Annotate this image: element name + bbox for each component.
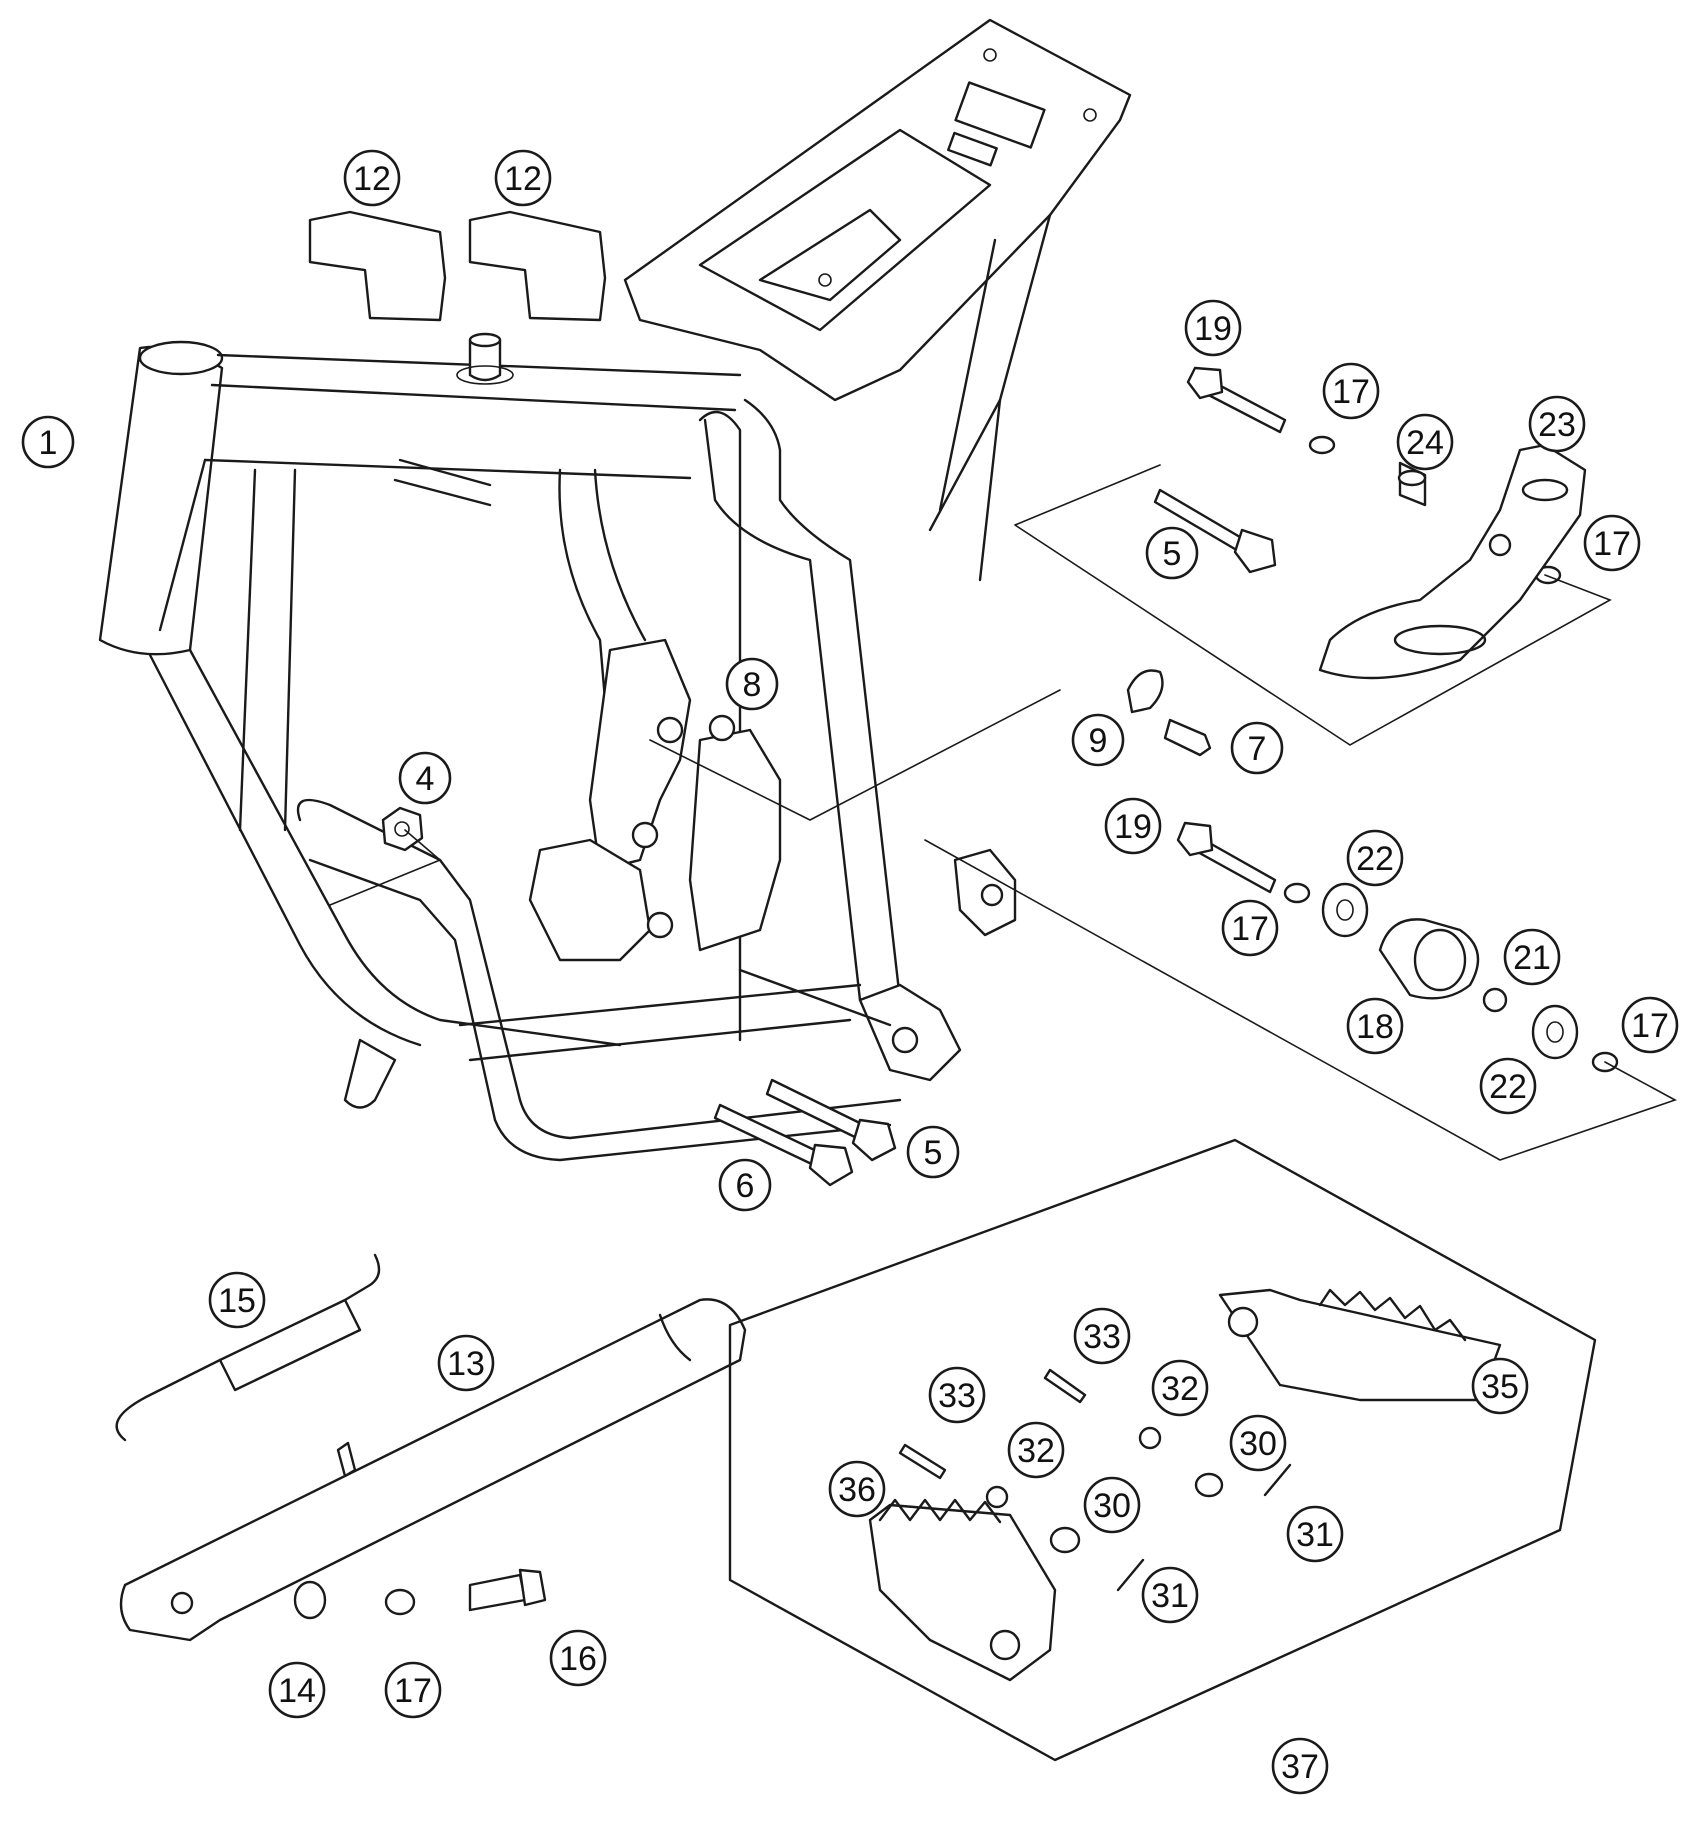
callout-c19b: 19 bbox=[1104, 797, 1162, 855]
callout-number: 31 bbox=[1296, 1516, 1334, 1554]
callout-number: 30 bbox=[1093, 1487, 1131, 1525]
callout-c16: 16 bbox=[549, 1629, 607, 1687]
callout-number: 17 bbox=[394, 1672, 432, 1710]
callout-number: 7 bbox=[1248, 730, 1267, 768]
callout-number: 21 bbox=[1513, 939, 1551, 977]
callout-number: 32 bbox=[1161, 1370, 1199, 1408]
callout-c5b: 5 bbox=[906, 1125, 960, 1179]
callout-number: 32 bbox=[1017, 1432, 1055, 1470]
callout-number: 23 bbox=[1538, 406, 1576, 444]
frame-drawing bbox=[98, 18, 1132, 1162]
callout-c17c: 17 bbox=[1221, 899, 1279, 957]
callout-labels: 1 12 12 4 8 19 17 24 23 5 17 9 7 19 22 17 21 18 17 22 6 5 15 13… bbox=[21, 149, 1679, 1795]
callout-number: 24 bbox=[1406, 424, 1444, 462]
callout-c12a: 12 bbox=[343, 149, 401, 207]
callout-c6: 6 bbox=[718, 1158, 772, 1212]
callout-c15: 15 bbox=[208, 1271, 266, 1329]
callout-number: 14 bbox=[278, 1672, 316, 1710]
callout-c31a: 31 bbox=[1286, 1505, 1344, 1563]
callout-c1: 1 bbox=[21, 415, 75, 469]
callout-number: 30 bbox=[1239, 1425, 1277, 1463]
callout-c18: 18 bbox=[1346, 997, 1404, 1055]
frame-protector-pads bbox=[308, 210, 607, 322]
callout-number: 17 bbox=[1631, 1007, 1669, 1045]
callout-number: 19 bbox=[1194, 310, 1232, 348]
callout-c33a: 33 bbox=[1073, 1307, 1131, 1365]
callout-c5a: 5 bbox=[1145, 526, 1199, 580]
callout-number: 17 bbox=[1332, 373, 1370, 411]
callout-number: 4 bbox=[416, 760, 435, 798]
callout-number: 17 bbox=[1231, 910, 1269, 948]
callout-c31b: 31 bbox=[1141, 1566, 1199, 1624]
callout-number: 12 bbox=[353, 160, 391, 198]
callout-c35: 35 bbox=[1471, 1357, 1529, 1415]
callout-c13: 13 bbox=[437, 1334, 495, 1392]
callout-c4: 4 bbox=[398, 751, 452, 805]
callout-number: 18 bbox=[1356, 1008, 1394, 1046]
callout-number: 16 bbox=[559, 1640, 597, 1678]
callout-number: 13 bbox=[447, 1345, 485, 1383]
callout-c9: 9 bbox=[1071, 713, 1125, 767]
callout-c19a: 19 bbox=[1184, 299, 1242, 357]
callout-c24: 24 bbox=[1396, 413, 1454, 471]
callout-c17d: 17 bbox=[1621, 996, 1679, 1054]
callout-number: 31 bbox=[1151, 1577, 1189, 1615]
callout-c17e: 17 bbox=[384, 1661, 442, 1719]
callout-number: 22 bbox=[1489, 1068, 1527, 1106]
callout-number: 33 bbox=[938, 1377, 976, 1415]
callout-c21: 21 bbox=[1503, 928, 1561, 986]
callout-c17b: 17 bbox=[1583, 514, 1641, 572]
callout-number: 1 bbox=[39, 424, 58, 462]
callout-c33b: 33 bbox=[928, 1366, 986, 1424]
callout-number: 19 bbox=[1114, 808, 1152, 846]
callout-c22b: 22 bbox=[1479, 1057, 1537, 1115]
callout-number: 36 bbox=[838, 1471, 876, 1509]
callout-c32b: 32 bbox=[1007, 1421, 1065, 1479]
callout-number: 15 bbox=[218, 1282, 256, 1320]
callout-c22a: 22 bbox=[1346, 829, 1404, 887]
callout-number: 9 bbox=[1089, 722, 1108, 760]
callout-c14: 14 bbox=[268, 1661, 326, 1719]
callout-c8: 8 bbox=[725, 657, 779, 711]
side-stand-drawing bbox=[115, 1253, 747, 1642]
callout-number: 8 bbox=[743, 666, 762, 704]
hardware-frame-parts bbox=[329, 366, 1677, 1187]
callout-number: 5 bbox=[1163, 535, 1182, 573]
callout-number: 35 bbox=[1481, 1368, 1519, 1406]
callout-c32a: 32 bbox=[1151, 1359, 1209, 1417]
callout-number: 5 bbox=[924, 1134, 943, 1172]
callout-number: 37 bbox=[1281, 1748, 1319, 1786]
callout-c17a: 17 bbox=[1322, 362, 1380, 420]
callout-c23: 23 bbox=[1528, 395, 1586, 453]
callout-c7: 7 bbox=[1230, 721, 1284, 775]
callout-number: 12 bbox=[504, 160, 542, 198]
callout-c30b: 30 bbox=[1083, 1476, 1141, 1534]
callout-c36: 36 bbox=[828, 1460, 886, 1518]
callout-number: 22 bbox=[1356, 840, 1394, 878]
callout-c12b: 12 bbox=[494, 149, 552, 207]
callout-number: 33 bbox=[1083, 1318, 1121, 1356]
footrest-kit-drawing bbox=[728, 1138, 1597, 1762]
callout-c37: 37 bbox=[1271, 1737, 1329, 1795]
callout-number: 17 bbox=[1593, 525, 1631, 563]
callout-number: 6 bbox=[736, 1167, 755, 1205]
callout-c30a: 30 bbox=[1229, 1414, 1287, 1472]
